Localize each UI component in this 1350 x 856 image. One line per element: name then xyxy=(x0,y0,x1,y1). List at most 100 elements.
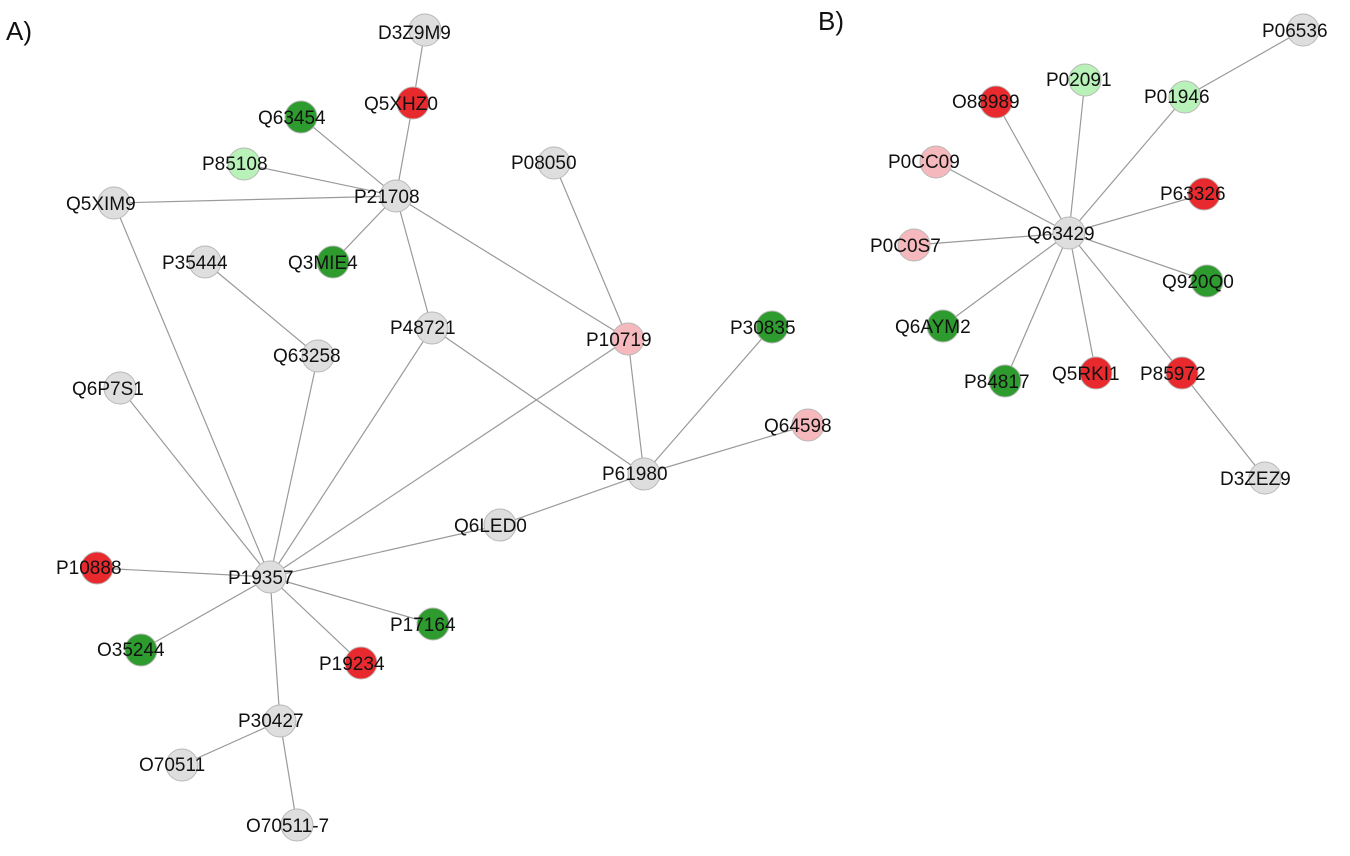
node-circle xyxy=(80,551,114,585)
edge-q6aym2-q63429 xyxy=(942,232,1070,327)
node-circle xyxy=(280,808,314,842)
node-label: P48721 xyxy=(390,318,456,339)
node-label: Q6AYM2 xyxy=(895,317,971,338)
node-circle xyxy=(1286,13,1320,47)
node-circle xyxy=(188,245,222,279)
node-p10888: P10888 xyxy=(56,551,122,585)
node-label: Q5XIM9 xyxy=(66,194,136,215)
edge-o88989-q63429 xyxy=(995,101,1070,234)
node-p85108: P85108 xyxy=(202,147,268,181)
node-label: Q63429 xyxy=(1027,224,1095,245)
edge-p0c0s7-q63429 xyxy=(913,232,1070,246)
node-p30835: P30835 xyxy=(730,310,796,344)
edge-p10888-p19357 xyxy=(96,567,271,578)
edge-p10719-p61980 xyxy=(627,338,645,475)
edge-p08050-p10719 xyxy=(553,162,629,340)
node-q6aym2: Q6AYM2 xyxy=(895,309,971,343)
node-label: P10888 xyxy=(56,558,122,579)
edge-q63258-p19357 xyxy=(269,355,319,578)
node-q64598: Q64598 xyxy=(764,408,832,442)
node-label: O70511 xyxy=(139,755,205,776)
node-circle xyxy=(1168,80,1202,114)
node-circle xyxy=(791,408,825,442)
node-circle xyxy=(97,186,131,220)
edge-q64598-p61980 xyxy=(643,424,809,475)
node-label: P85108 xyxy=(202,154,268,175)
edge-q63454-p21708 xyxy=(300,116,397,197)
node-p19234: P19234 xyxy=(319,646,385,680)
node-circle xyxy=(103,371,137,405)
edge-p30427-o70511 xyxy=(181,720,281,766)
node-label: D3Z9M9 xyxy=(378,23,451,44)
edge-p19357-p30427 xyxy=(269,576,281,722)
node-circle xyxy=(926,309,960,343)
node-q3mie4: Q3MIE4 xyxy=(288,245,358,279)
node-p01946: P01946 xyxy=(1144,80,1210,114)
node-label: P30427 xyxy=(238,711,304,732)
node-circle xyxy=(979,85,1013,119)
node-circle xyxy=(919,145,953,179)
node-circle xyxy=(165,748,199,782)
node-label: D3ZEZ9 xyxy=(1220,469,1291,490)
node-label: Q63454 xyxy=(258,108,326,129)
node-circle xyxy=(1068,63,1102,97)
node-q5rki1: Q5RKI1 xyxy=(1052,356,1120,390)
node-o70511-7: O70511-7 xyxy=(246,808,329,842)
edge-p10719-p19357 xyxy=(269,338,629,578)
node-q63454: Q63454 xyxy=(258,100,326,134)
node-p08050: P08050 xyxy=(511,146,577,180)
panel-label-b: B) xyxy=(818,6,844,36)
node-label: P08050 xyxy=(511,153,577,174)
node-circle xyxy=(415,311,449,345)
edge-p84817-q63429 xyxy=(1004,232,1070,382)
node-q5xim9: Q5XIM9 xyxy=(66,186,136,220)
panel-label-a: A) xyxy=(6,16,32,46)
node-label: Q3MIE4 xyxy=(288,253,358,274)
node-p35444: P35444 xyxy=(162,245,228,279)
node-label: P30835 xyxy=(730,318,796,339)
node-o35244: O35244 xyxy=(97,633,165,667)
node-label: Q5XHZ0 xyxy=(364,94,438,115)
edge-p06536-p01946 xyxy=(1184,29,1304,98)
node-circle xyxy=(1079,356,1113,390)
node-circle xyxy=(408,13,442,47)
node-q6p7s1: Q6P7S1 xyxy=(72,371,144,405)
node-p0c0s7: P0C0S7 xyxy=(870,228,941,262)
node-d3z9m9: D3Z9M9 xyxy=(378,13,451,47)
node-p30427: P30427 xyxy=(238,704,304,738)
node-label: Q63258 xyxy=(273,346,341,367)
node-p61980: P61980 xyxy=(602,457,668,491)
node-p21708: P21708 xyxy=(354,179,420,213)
edge-p35444-q63258 xyxy=(204,261,319,357)
node-label: P17164 xyxy=(390,615,456,636)
node-label: P21708 xyxy=(354,187,420,208)
node-p48721: P48721 xyxy=(390,311,456,345)
edge-p85972-q63429 xyxy=(1068,232,1183,374)
node-label: P06536 xyxy=(1262,21,1328,42)
node-circle xyxy=(1190,264,1224,298)
node-circle xyxy=(227,147,261,181)
node-label: O70511-7 xyxy=(246,816,329,837)
node-circle xyxy=(344,646,378,680)
node-circle xyxy=(253,560,287,594)
edge-q5rki1-q63429 xyxy=(1068,232,1097,374)
node-p06536: P06536 xyxy=(1262,13,1328,47)
node-label: P0CC09 xyxy=(888,152,960,173)
edge-p21708-p10719 xyxy=(395,195,629,340)
node-circle xyxy=(124,633,158,667)
node-circle xyxy=(263,704,297,738)
edge-p02091-q63429 xyxy=(1068,79,1086,234)
edge-q5xim9-p19357 xyxy=(113,202,271,578)
node-p63326: P63326 xyxy=(1160,177,1226,211)
node-circle xyxy=(1052,216,1086,250)
edge-p85108-p21708 xyxy=(243,163,397,197)
edge-p19357-p19234 xyxy=(269,576,362,664)
node-label: P85972 xyxy=(1140,364,1206,385)
edge-p30835-p61980 xyxy=(643,326,773,475)
node-circle xyxy=(1165,356,1199,390)
node-label: P19234 xyxy=(319,654,385,675)
edge-p21708-p48721 xyxy=(395,195,433,329)
node-q63429: Q63429 xyxy=(1027,216,1095,250)
